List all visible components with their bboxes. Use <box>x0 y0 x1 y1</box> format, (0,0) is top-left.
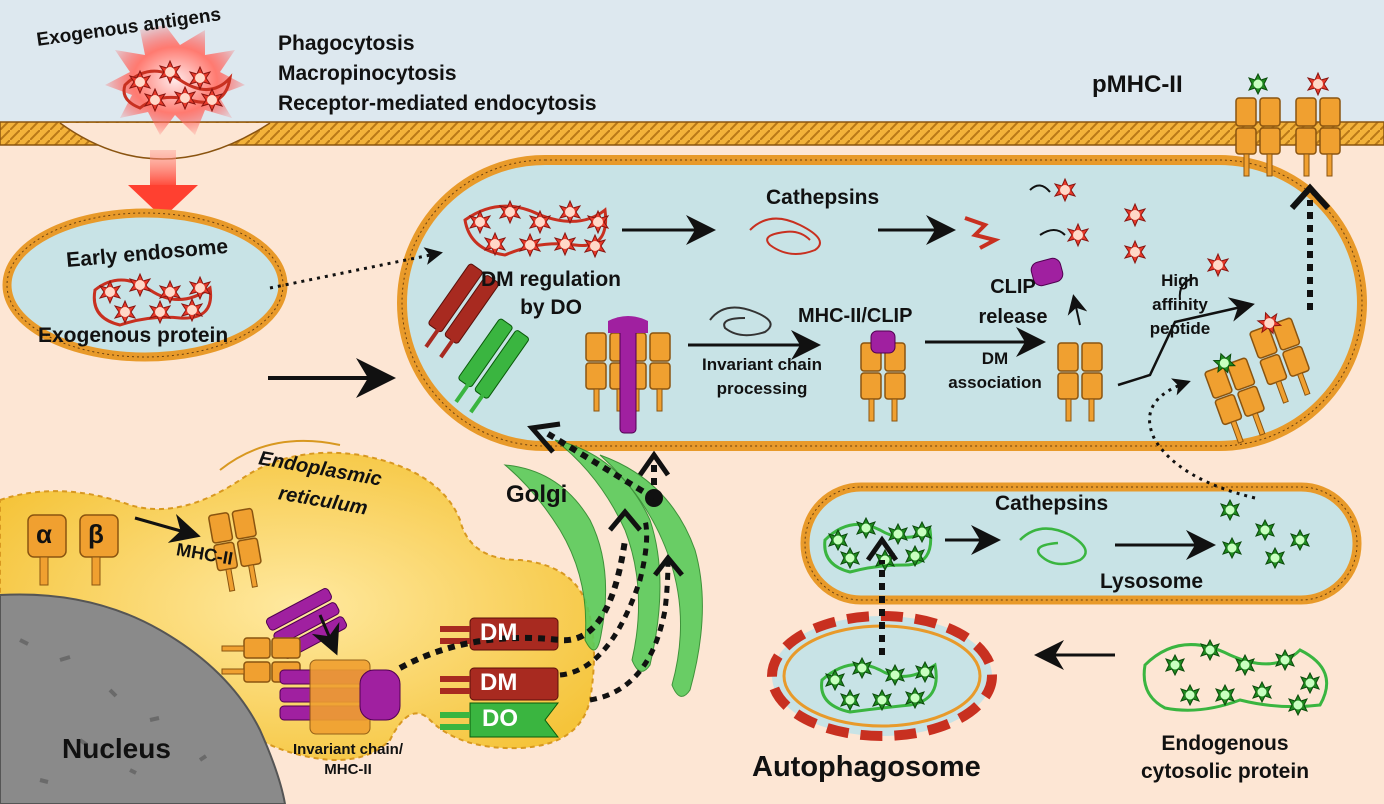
by-do-label: by DO <box>520 296 582 319</box>
high-affinity-line2: affinity <box>1152 295 1208 314</box>
dm-association-line2: association <box>948 373 1042 392</box>
ic-mhc-line2: MHC-II <box>324 761 372 778</box>
dm-association-line1: DM <box>981 349 1009 368</box>
route-receptor-endocytosis: Receptor-mediated endocytosis <box>278 92 597 115</box>
lysosome-label: Lysosome <box>1100 570 1204 593</box>
exogenous-protein-label: Exogenous protein <box>38 324 229 347</box>
clip-release-line1: CLIP <box>990 276 1036 298</box>
autophagosome-label: Autophagosome <box>752 751 981 783</box>
mhc-clip-label: MHC-II/CLIP <box>798 305 913 327</box>
beta-label: β <box>88 519 104 549</box>
golgi-label: Golgi <box>506 481 568 508</box>
high-affinity-line1: High <box>1161 271 1199 290</box>
dm-label-1: DM <box>480 619 518 646</box>
endogenous-line1: Endogenous <box>1161 732 1289 755</box>
dm-label-2: DM <box>480 669 518 696</box>
route-macropinocytosis: Macropinocytosis <box>278 62 457 85</box>
nucleus-label: Nucleus <box>62 733 171 764</box>
cathepsins-lysosome-label: Cathepsins <box>995 492 1109 515</box>
do-label: DO <box>482 705 518 732</box>
high-affinity-line3: peptide <box>1149 319 1211 338</box>
clip-release-line2: release <box>978 306 1048 328</box>
ic-mhc-line1: Invariant chain/ <box>292 741 404 758</box>
alpha-label: α <box>36 519 52 549</box>
route-phagocytosis: Phagocytosis <box>278 32 415 55</box>
dm-regulation-label: DM regulation <box>481 268 621 291</box>
ic-processing-line1: Invariant chain <box>702 355 822 374</box>
endogenous-line2: cytosolic protein <box>1140 760 1310 783</box>
pmhc-ii-label: pMHC-II <box>1092 71 1183 98</box>
cathepsins-miic-label: Cathepsins <box>766 186 880 209</box>
ic-processing-line2: processing <box>716 379 808 398</box>
